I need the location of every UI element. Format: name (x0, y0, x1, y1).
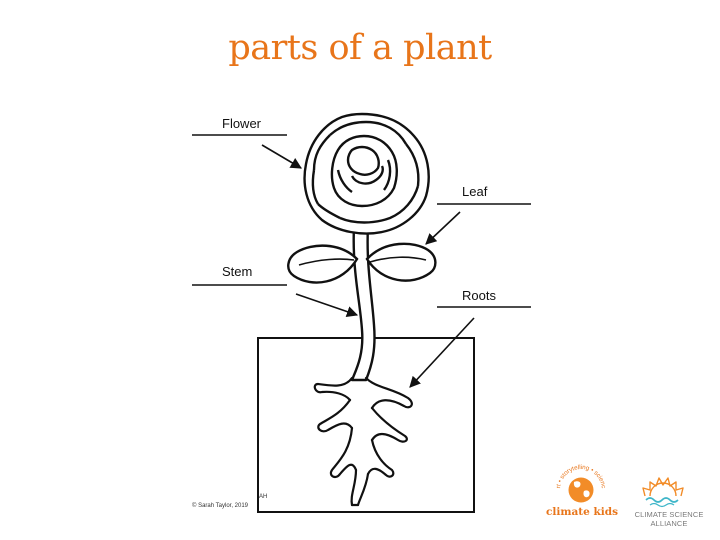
climate-science-alliance-wordmark: CLIMATE SCIENCE ALLIANCE (634, 510, 704, 528)
leaf-right-vein (369, 256, 427, 263)
flower (303, 112, 430, 235)
label-leaf: Leaf (462, 184, 488, 199)
roots-arrow (409, 317, 475, 388)
leaf-left (287, 244, 359, 284)
copyright-note: © Sarah Taylor, 2019 (192, 503, 249, 509)
climate-science-alliance-logo (642, 477, 684, 508)
artist-initials: AH (259, 494, 268, 500)
leaf-arrow (425, 211, 461, 245)
flower-arrow (261, 144, 302, 169)
climate-kids-arc-text: art • storytelling • science (0, 0, 607, 489)
label-flower: Flower (222, 116, 262, 131)
stem (350, 224, 376, 382)
roots (313, 376, 413, 507)
leaf-right (365, 242, 437, 282)
label-stem: Stem (222, 264, 253, 279)
sun-icon (642, 477, 684, 497)
stem-arrow (295, 293, 359, 318)
leaf-left-vein (298, 258, 355, 266)
waves-icon (645, 497, 679, 503)
page-title: parts of a plant (228, 28, 492, 68)
climate-kids-globe-icon (568, 477, 594, 503)
climate-kids-wordmark: climate kids (546, 506, 618, 518)
label-roots: Roots (462, 288, 496, 303)
